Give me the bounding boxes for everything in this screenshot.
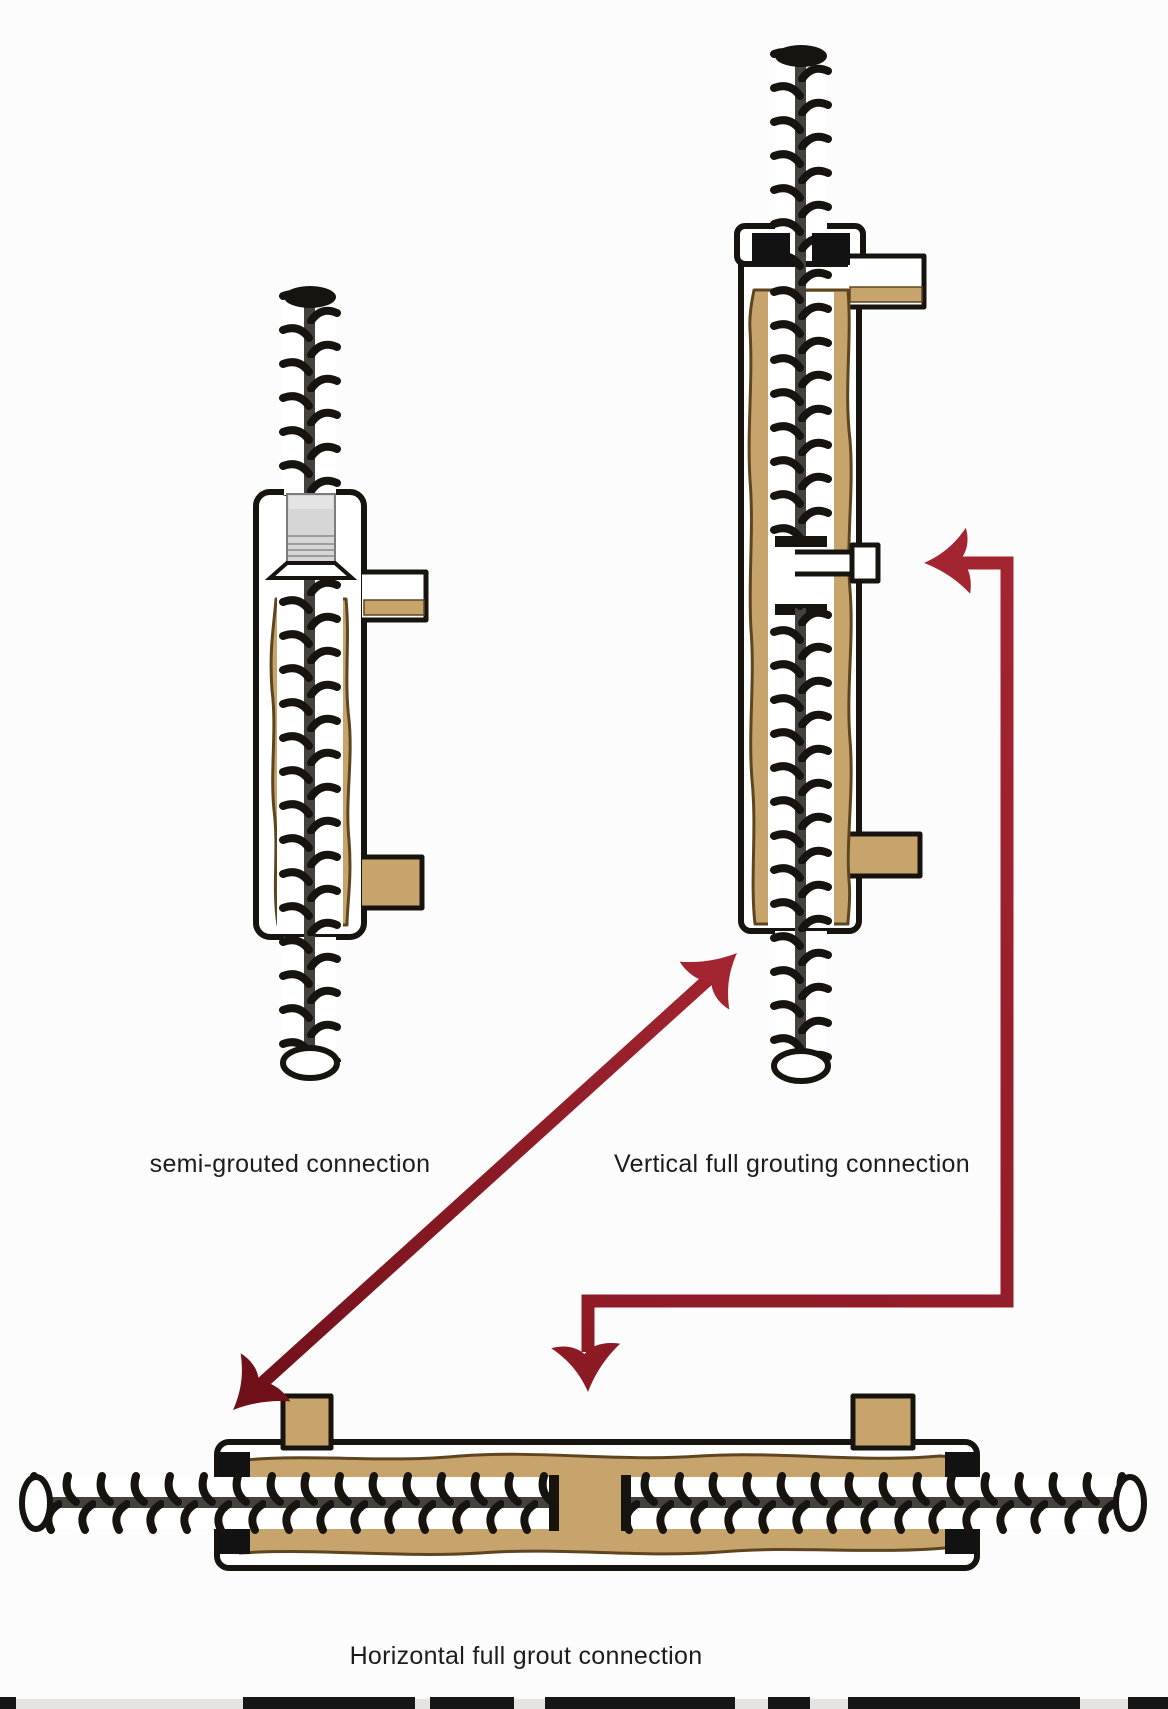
grout-port-right: [850, 1393, 916, 1451]
threaded-coupler: [264, 493, 358, 580]
vertical-full-grouting-connection-diagram: [734, 45, 927, 1084]
lower-rebar: [769, 604, 833, 1084]
right-rebar: [621, 1471, 1147, 1535]
label-horizontal-full-grout-connection: Horizontal full grout connection: [349, 1642, 703, 1670]
arrow-semi-to-horizontal: [208, 929, 762, 1434]
semi-grouted-connection-diagram: [253, 286, 429, 1081]
label-semi-grouted-connection: semi-grouted connection: [149, 1150, 431, 1178]
upper-rebar: [769, 45, 833, 547]
upper-rebar: [278, 286, 342, 514]
outlet-grout-stripe: [849, 286, 923, 303]
grout-port-left: [280, 1393, 334, 1451]
grout-inlet-port: [850, 831, 923, 879]
grout-inlet-port: [362, 854, 425, 911]
outlet-grout-stripe: [363, 599, 425, 616]
coupler-transition: [264, 561, 358, 580]
joint-port: [795, 542, 881, 584]
rubber-seal-left: [752, 233, 790, 265]
arrow-vertical-to-horizontal: [551, 527, 1014, 1392]
horizontal-full-grout-connection-diagram: [19, 1393, 1147, 1571]
rubber-seal-right: [812, 233, 850, 265]
label-vertical-full-grouting-connection: Vertical full grouting connection: [614, 1150, 970, 1178]
lower-rebar: [278, 580, 342, 1081]
bottom-crop-artifact: [0, 1697, 1168, 1709]
left-rebar: [19, 1471, 559, 1535]
